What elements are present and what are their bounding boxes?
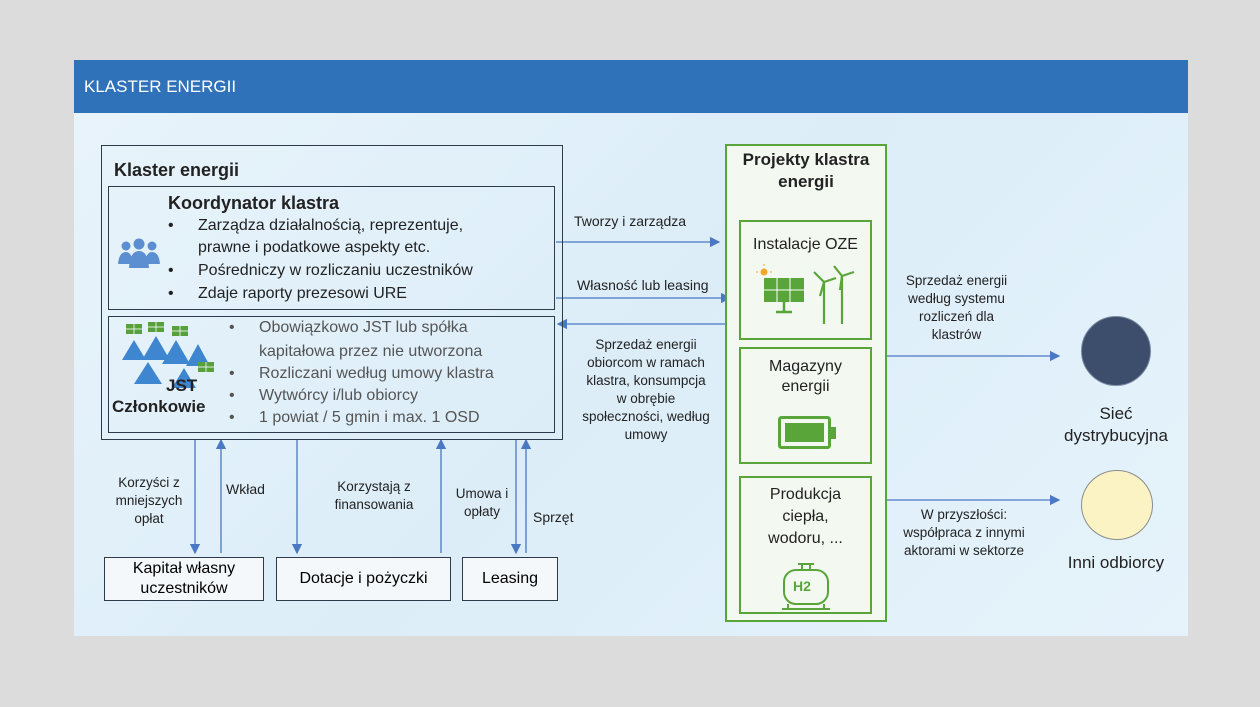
coordinator-bullet-1b: prawne i podatkowe aspekty etc. xyxy=(198,239,431,256)
cluster-box xyxy=(101,145,563,440)
oze-box xyxy=(739,220,872,340)
coordinator-bullet-2: •Pośredniczy w rozliczaniu uczestników xyxy=(168,262,473,279)
banner-title: KLASTER ENERGII xyxy=(84,76,237,96)
members-box xyxy=(108,316,555,433)
members-bullet-3: •Wytwórcy i/lub obiorcy xyxy=(229,387,419,404)
oze-label: Instalacje OZE xyxy=(753,236,858,253)
coordinator-bullet-1: •Zarządza działalnością, reprezentuje, xyxy=(168,217,464,234)
h2-label: H2 xyxy=(793,578,811,594)
label-wklad: Wkład xyxy=(226,481,265,497)
members-bullet-1: •Obowiązkowo JST lub spółka xyxy=(229,319,468,336)
magazyny-box xyxy=(739,347,872,464)
siec-circle xyxy=(1081,316,1151,386)
hydrogen-tank-icon xyxy=(782,563,830,610)
community-solar-icon xyxy=(122,322,214,388)
leasing-box: Leasing xyxy=(462,557,558,601)
dotacje-box: Dotacje i pożyczki xyxy=(276,557,451,601)
inni-label: Inni odbiorcy xyxy=(1067,553,1165,572)
solar-wind-icon xyxy=(756,264,855,324)
cluster-title: Klaster energii xyxy=(114,160,240,180)
coordinator-title: Koordynator klastra xyxy=(168,193,340,213)
members-bullet-1b: kapitałowa przez nie utworzona xyxy=(259,343,483,360)
people-icon xyxy=(118,238,160,268)
coordinator-bullet-3: •Zdaje raporty prezesowi URE xyxy=(168,285,407,302)
members-label-jst: JST xyxy=(166,376,198,395)
slide: KLASTER ENERGII Klaster energii Koordyna… xyxy=(74,60,1188,636)
coordinator-box xyxy=(108,186,555,310)
members-bullet-4: •1 powiat / 5 gmin i max. 1 OSD xyxy=(229,409,480,426)
label-sprzet: Sprzęt xyxy=(533,509,574,525)
inni-circle xyxy=(1081,470,1153,540)
battery-icon xyxy=(778,416,836,449)
produkcja-box xyxy=(739,476,872,614)
label-tworzy: Tworzy i zarządza xyxy=(574,213,687,229)
members-bullet-2: •Rozliczani według umowy klastra xyxy=(229,365,494,382)
label-wlasnosc: Własność lub leasing xyxy=(577,277,709,293)
banner: KLASTER ENERGII xyxy=(74,60,1188,113)
members-label-czlonkowie: Członkowie xyxy=(112,397,206,416)
flow-arrows xyxy=(189,236,1061,555)
